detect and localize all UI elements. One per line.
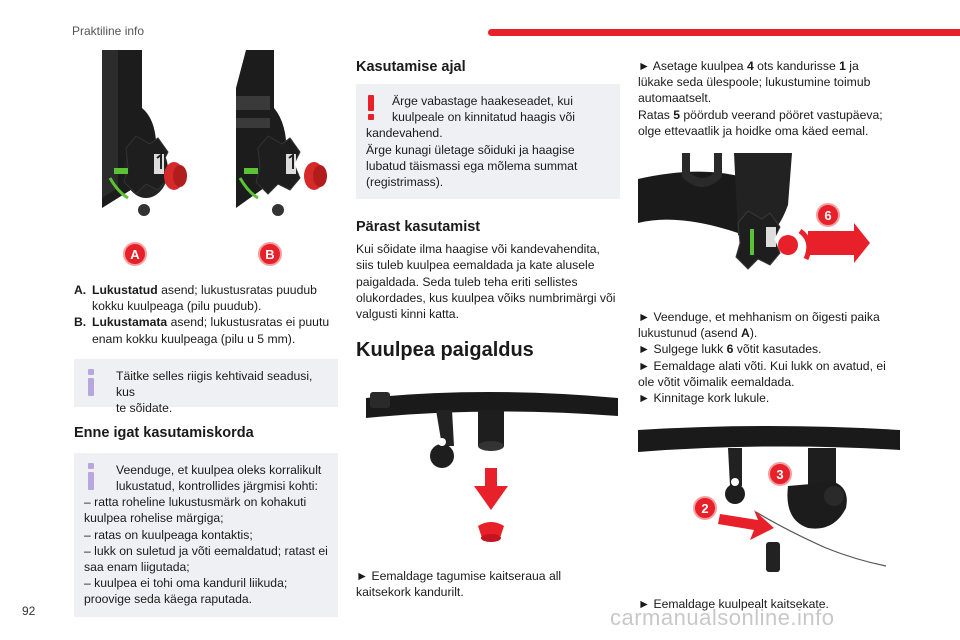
step-line: ► Sulgege lukk 6 võtit kasutades. [638,342,822,357]
section-heading-installation: Kuulpea paigaldus [356,339,534,362]
warning-lead: Ärge vabastage haakeseadet, kui [392,94,573,108]
legend-label: B. [74,315,87,330]
warning-note: Ärge vabastage haakeseadet, kui kuulpeal… [356,84,620,200]
column-middle: Kasutamise ajal Ärge vabastage haakesead… [356,48,620,601]
text-line: paigaldada. Seda tuleb teha eriti sellis… [356,274,578,289]
legend-text: asend; lukustusratas ei puutu [167,315,330,330]
callout-3-label: 3 [776,467,783,482]
checklist-line: – lukk on suletud ja võti eemaldatud; ra… [84,543,328,558]
figure-legend: A. Lukustatud asend; lukustusratas puudu… [74,282,338,347]
watermark: carmanualsonline.info [610,605,835,630]
step-line: ► Kinnitage kork lukule. [638,391,770,406]
text-line: siis tuleb kuulpea eemaldada ja kate alu… [356,258,595,273]
callout-b: B [258,242,282,266]
info-note-checklist: Veenduge, et kuulpea oleks korralikult l… [74,452,338,617]
warning-icon [368,95,374,120]
checklist-line: kuulpea rohelise märgiga; [84,511,224,526]
step-line: ► Asetage kuulpea 4 ots kandurisse 1 ja [638,59,859,73]
step-line: lukustunud (asend A). [638,326,758,341]
section-heading-after-use: Pärast kasutamist [356,219,481,236]
checklist-lead: lukustatud, kontrollides järgmisi kohti: [116,479,318,494]
callout-a: A [123,242,147,266]
step-line: Ratas 5 pöördub veerand pööret vastupäev… [638,107,883,122]
checklist-line: – ratta roheline lukustusmärk on kohakut… [84,495,307,510]
towbar-cap-figure [366,392,618,543]
callout-6: 6 [816,203,840,228]
section-heading-before-use: Enne igat kasutamiskorda [74,424,254,441]
step-line: ► Eemaldage alati võti. Kui lukk on avat… [638,358,886,373]
callout-2: 2 [693,496,717,521]
info-note-line: Täitke selles riigis kehtivaid seadusi, … [116,368,313,400]
callout-b-label: B [265,247,274,262]
install-steps-b: ► Veenduge, et mehhanism on õigesti paik… [638,309,902,406]
column-left: A B A. Lukustatud asend; lukustusratas p… [74,48,338,617]
step-line: ole võtit võimalik eemaldada. [638,374,795,389]
step-line: automaatselt. [638,91,712,106]
install-steps-a: ► Asetage kuulpea 4 ots kandurisse 1 ja … [638,58,902,139]
callout-2-label: 2 [701,501,708,516]
warning-line: (registrimass). [366,175,444,190]
lock-key-figure: 6 [638,153,870,270]
legend-term: Lukustamata [92,315,168,330]
text-line: valgusti kinni katta. [356,307,459,322]
legend-term: Lukustatud [92,283,158,297]
step-line: olge ettevaatlik ja hoidke oma käed eema… [638,123,869,138]
warning-line: kandevahend. [366,126,443,141]
after-use-text: Kui sõidate ilma haagise või kandevahend… [356,241,620,322]
checklist-lead: Veenduge, et kuulpea oleks korralikult [116,462,322,477]
header-accent-bar [488,29,960,36]
callout-a-label: A [130,247,140,262]
step-line: ► Eemaldage tagumise kaitseraua all [356,569,562,584]
install-step-1: ► Eemaldage tagumise kaitseraua all kait… [356,568,620,600]
checklist-line: proovige seda käega raputada. [84,592,253,607]
info-icon [88,462,94,490]
figure-panel-b [210,50,338,234]
section-heading-during-use: Kasutamise ajal [356,59,466,75]
figure-panel-a [74,50,200,234]
info-note-laws: Täitke selles riigis kehtivaid seadusi, … [74,358,338,415]
info-note-line: te sõidate. [116,401,173,416]
legend-text: asend; lukustusratas puudub [157,283,317,297]
callout-6-label: 6 [824,208,831,223]
text-line: Kui sõidate ilma haagise või kandevahend… [356,242,600,257]
step-line: kaitsekork kandurilt. [356,585,464,600]
page-number: 92 [22,604,36,618]
text-line: olukordades, kus kuulpea võiks numbrimär… [356,290,616,305]
callout-3: 3 [768,462,792,487]
warning-lead: kuulpeale on kinnitatud haagis või [392,110,575,125]
checklist-line: saa enam liigutada; [84,560,190,575]
legend-item-b: B. Lukustamata asend; lukustusratas ei p… [74,314,338,346]
info-icon [88,368,94,396]
step-line: lükake seda ülespoole; lukustumine toimu… [638,75,871,90]
checklist-line: – kuulpea ei tohi oma kanduril liikuda; [84,576,288,591]
column-right: ► Asetage kuulpea 4 ots kandurisse 1 ja … [638,48,902,612]
warning-line: Ärge kunagi ületage sõiduki ja haagise [366,142,575,157]
legend-text: enam kokku kuulpeaga (pilu u 5 mm). [92,331,296,346]
step-line: ► Veenduge, et mehhanism on õigesti paik… [638,310,880,325]
ball-lock-figure: A B [74,50,338,266]
legend-item-a: A. Lukustatud asend; lukustusratas puudu… [74,282,338,314]
install-step-last: ► Eemaldage kuulpealt kaitsekate. [638,597,829,612]
legend-text: kokku kuulpeaga (pilu puudub). [92,299,262,314]
checklist-line: – ratas on kuulpeaga kontaktis; [84,527,253,542]
legend-label: A. [74,283,87,297]
running-header: Praktiline info [72,24,145,38]
ball-cover-figure: 3 2 [638,426,900,573]
warning-line: lubatud täismassi ega mõlema summat [366,158,578,173]
